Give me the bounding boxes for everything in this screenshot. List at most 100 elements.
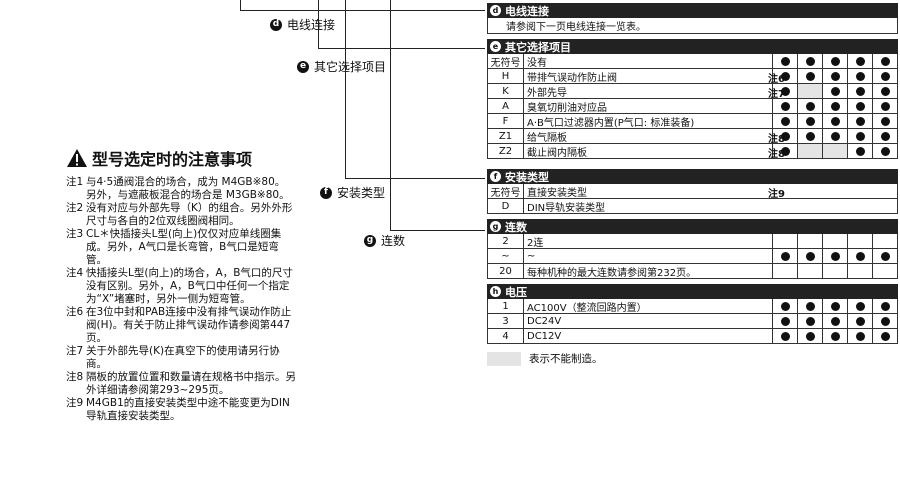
available-cell (772, 329, 797, 343)
stations-availability (772, 234, 897, 279)
available-dot (830, 71, 840, 81)
row-description: ~ (524, 249, 772, 263)
available-cell (772, 234, 797, 279)
available-cell (872, 99, 897, 113)
label-text: 安装类型 (337, 186, 386, 200)
available-dot (780, 316, 790, 326)
available-cell (872, 114, 897, 128)
note-text: 隔板的放置位置和数量请在规格书中指示。另外详细请参阅第293~295页。 (86, 371, 296, 396)
available-dot (855, 316, 865, 326)
available-dot (805, 56, 815, 66)
row-description-text: 直接安装类型 (527, 187, 587, 199)
label-text: 连数 (381, 234, 406, 248)
available-cell (772, 54, 797, 68)
available-cell (872, 329, 897, 343)
row-description: DIN导轨安装类型 (524, 199, 897, 214)
row-description-text: DIN导轨安装类型 (527, 202, 606, 214)
row-note-ref: 注7 (768, 89, 785, 100)
available-dot (805, 301, 815, 311)
row-code: 2 (488, 234, 524, 248)
legend: 表示不能制造。 (487, 351, 603, 366)
legend-text: 表示不能制造。 (529, 353, 603, 365)
availability-cells (772, 84, 897, 98)
available-dot (780, 301, 790, 311)
section-title: 安装类型 (505, 170, 549, 184)
available-dot (830, 86, 840, 96)
available-cell (872, 144, 897, 158)
available-cell (822, 54, 847, 68)
available-dot (830, 301, 840, 311)
available-cell (847, 69, 872, 83)
available-dot (855, 331, 865, 341)
available-dot (805, 71, 815, 81)
available-cell (772, 99, 797, 113)
section-title: 连数 (505, 220, 527, 234)
available-cell (847, 129, 872, 143)
connector-line (390, 0, 391, 230)
available-dot (880, 116, 890, 126)
note-number: 注9 (66, 397, 84, 409)
available-dot (880, 316, 890, 326)
note-text: M4GB1的直接安装类型中途不能变更为DIN导轨直接安装类型。 (86, 397, 290, 422)
letter-badge: f (490, 171, 501, 182)
row-code: 无符号 (488, 54, 524, 69)
row-code: D (488, 199, 524, 213)
available-cell (822, 99, 847, 113)
available-cell (772, 314, 797, 328)
notes-title: 型号选定时的注意事项 (66, 146, 298, 170)
availability-cells (772, 129, 897, 143)
connector-line (390, 230, 485, 231)
row-code: 无符号 (488, 184, 524, 199)
available-dot (805, 331, 815, 341)
available-cell (772, 299, 797, 313)
available-cell (822, 84, 847, 98)
available-cell (872, 299, 897, 313)
available-dot (830, 331, 840, 341)
available-cell (872, 129, 897, 143)
note-number: 注2 (66, 202, 84, 214)
available-dot (855, 301, 865, 311)
note-number: 注8 (66, 371, 84, 383)
availability-cells (772, 114, 897, 128)
available-dot (830, 101, 840, 111)
note-number: 注4 (66, 267, 84, 279)
available-dot (855, 56, 865, 66)
available-cell (847, 54, 872, 68)
row-code: Z1 (488, 129, 524, 143)
table-row: 无符号没有 (487, 54, 898, 69)
available-dot (880, 86, 890, 96)
section-header: g 连数 (487, 219, 898, 234)
row-code: Z2 (488, 144, 524, 158)
row-description-text: 带排气误动作防止阀 (527, 72, 617, 84)
row-description-text: ~ (527, 250, 536, 262)
available-cell (797, 234, 822, 279)
row-description-text: 臭氧切削油对应品 (527, 102, 607, 114)
row-description-text: DC12V (527, 330, 562, 342)
available-cell (797, 54, 822, 68)
available-cell (797, 299, 822, 313)
row-description-text: DC24V (527, 315, 562, 327)
available-dot (880, 71, 890, 81)
connector-line (345, 0, 346, 178)
available-dot (780, 56, 790, 66)
available-dot (880, 252, 890, 261)
section-title: 其它选择项目 (505, 40, 571, 54)
note-number: 注3 (66, 228, 84, 240)
section-title: 电压 (505, 285, 527, 299)
not-available-cell (822, 144, 847, 158)
row-description-text: 外部先导 (527, 87, 567, 99)
available-cell (872, 54, 897, 68)
